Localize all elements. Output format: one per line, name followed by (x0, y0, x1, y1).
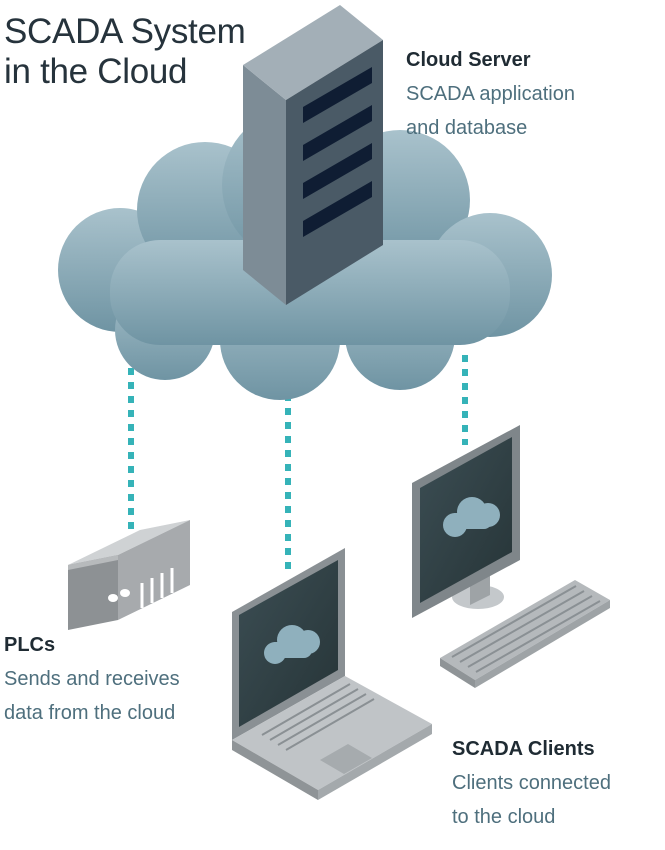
mini-cloud-icon (443, 497, 500, 537)
plcs-desc-line-2: data from the cloud (4, 702, 176, 724)
cloud-server-desc-line-1: SCADA application (406, 83, 575, 105)
cloud-server-name: Cloud Server (406, 49, 531, 71)
scada-clients-label: SCADA Clients Clients connected to the c… (452, 732, 611, 834)
server-tower-icon (243, 5, 383, 305)
diagram-title: SCADA System in the Cloud (4, 12, 246, 92)
scada-clients-desc-line-1: Clients connected (452, 772, 611, 794)
mini-cloud-icon (264, 625, 320, 664)
keyboard-icon (440, 580, 610, 688)
cloud-server-label: Cloud Server SCADA application and datab… (406, 43, 575, 145)
cloud-server-desc-line-2: and database (406, 117, 528, 139)
desktop-monitor-icon (412, 425, 520, 618)
laptop-keys (261, 683, 375, 751)
laptop-icon (232, 548, 432, 800)
plcs-desc-line-1: Sends and receives (4, 668, 180, 690)
connector-lines (128, 355, 468, 575)
plcs-label: PLCs Sends and receives data from the cl… (4, 628, 180, 730)
title-line-1: SCADA System (4, 12, 246, 51)
scada-clients-name: SCADA Clients (452, 738, 595, 760)
plcs-name: PLCs (4, 634, 56, 656)
title-line-2: in the Cloud (4, 52, 188, 91)
plc-device-icon (68, 520, 190, 630)
scada-clients-desc-line-2: to the cloud (452, 806, 556, 828)
